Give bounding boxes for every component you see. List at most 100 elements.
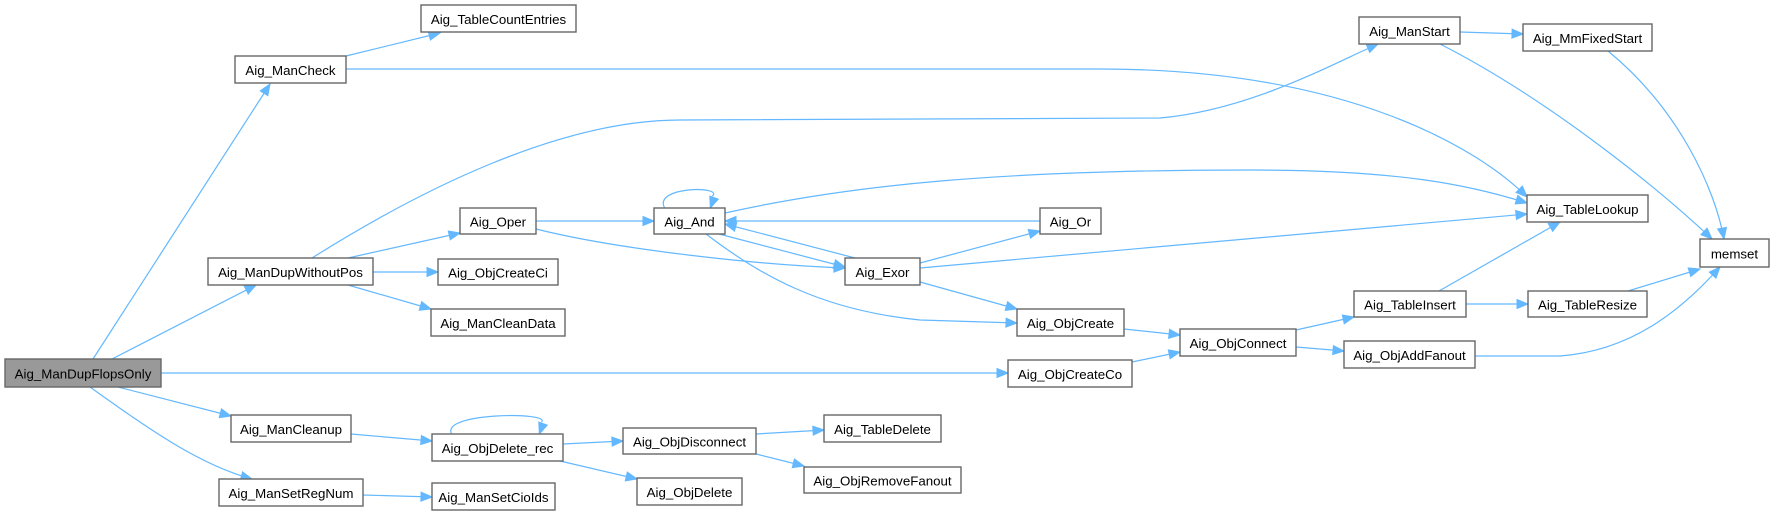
edge-Aig_Oper-to-Aig_Exor bbox=[535, 228, 847, 273]
node-box[interactable] bbox=[1699, 238, 1770, 268]
node-aig-objdelete[interactable]: Aig_ObjDelete bbox=[636, 477, 743, 506]
edge-line bbox=[1475, 266, 1721, 357]
node-box[interactable] bbox=[1522, 23, 1653, 52]
node-label: Aig_ManCleanData bbox=[440, 316, 556, 331]
edge-Aig_TableResize-to-memset bbox=[1627, 267, 1702, 292]
node-aig-oper[interactable]: Aig_Oper bbox=[459, 207, 537, 235]
node-aig-mancheck[interactable]: Aig_ManCheck bbox=[234, 55, 347, 84]
node-box[interactable] bbox=[636, 477, 743, 506]
arrowhead-icon bbox=[624, 471, 639, 482]
node-box[interactable] bbox=[1353, 290, 1467, 318]
node-box[interactable] bbox=[431, 433, 564, 462]
node-label: Aig_TableResize bbox=[1538, 298, 1637, 313]
edge-line bbox=[362, 494, 433, 498]
node-aig-objcreate[interactable]: Aig_ObjCreate bbox=[1016, 308, 1125, 337]
node-aig-mansetcioids[interactable]: Aig_ManSetCioIds bbox=[431, 482, 556, 511]
node-aig-tableinsert[interactable]: Aig_TableInsert bbox=[1353, 290, 1467, 318]
node-box[interactable] bbox=[1527, 290, 1648, 318]
arrowhead-icon bbox=[426, 266, 440, 278]
node-box[interactable] bbox=[230, 414, 352, 443]
node-box[interactable] bbox=[823, 414, 942, 443]
node-aig-or[interactable]: Aig_Or bbox=[1039, 207, 1102, 235]
node-aig-tablecountentries[interactable]: Aig_TableCountEntries bbox=[420, 4, 577, 33]
node-box[interactable] bbox=[844, 257, 921, 286]
node-box[interactable] bbox=[622, 427, 757, 455]
node-box[interactable] bbox=[1343, 340, 1476, 369]
node-aig-mansetregnum[interactable]: Aig_ManSetRegNum bbox=[218, 478, 364, 507]
edge-Aig_ManDupWithoutPos-to-Aig_ManStart bbox=[311, 43, 1380, 259]
node-box[interactable] bbox=[430, 308, 566, 337]
edge-line bbox=[919, 281, 1018, 310]
arrowhead-icon bbox=[812, 425, 826, 436]
node-box[interactable] bbox=[431, 482, 556, 511]
node-aig-mancleandata[interactable]: Aig_ManCleanData bbox=[430, 308, 566, 337]
edge-Aig_TableInsert-to-Aig_TableResize bbox=[1466, 298, 1530, 310]
edge-line bbox=[347, 232, 461, 259]
node-aig-tableresize[interactable]: Aig_TableResize bbox=[1527, 290, 1648, 318]
node-label: Aig_ObjCreateCo bbox=[1018, 367, 1122, 382]
node-label: Aig_MmFixedStart bbox=[1533, 31, 1643, 46]
edge-line bbox=[346, 68, 1528, 198]
node-aig-mandupwithoutpos[interactable]: Aig_ManDupWithoutPos bbox=[207, 257, 374, 286]
arrowhead-icon bbox=[1168, 328, 1182, 339]
edge-Aig_TableInsert-to-Aig_TableLookup bbox=[1438, 221, 1562, 292]
node-box[interactable] bbox=[459, 207, 537, 235]
node-memset[interactable]: memset bbox=[1699, 238, 1770, 268]
node-aig-objremovefanout[interactable]: Aig_ObjRemoveFanout bbox=[803, 466, 962, 494]
node-box[interactable] bbox=[218, 478, 364, 507]
arrowhead-icon bbox=[1167, 349, 1182, 360]
node-box[interactable] bbox=[4, 358, 162, 388]
node-box[interactable] bbox=[1016, 308, 1125, 337]
node-aig-objdisconnect[interactable]: Aig_ObjDisconnect bbox=[622, 427, 757, 455]
node-box[interactable] bbox=[1358, 16, 1461, 45]
node-label: Aig_ManDupWithoutPos bbox=[218, 265, 363, 280]
node-box[interactable] bbox=[803, 466, 962, 494]
node-aig-exor[interactable]: Aig_Exor bbox=[844, 257, 921, 286]
node-box[interactable] bbox=[234, 55, 347, 84]
node-aig-tabledelete[interactable]: Aig_TableDelete bbox=[823, 414, 942, 443]
node-aig-manstart[interactable]: Aig_ManStart bbox=[1358, 16, 1461, 45]
edge-line bbox=[919, 213, 1528, 269]
node-box[interactable] bbox=[1039, 207, 1102, 235]
arrowhead-icon bbox=[642, 215, 656, 227]
node-aig-mmfixedstart[interactable]: Aig_MmFixedStart bbox=[1522, 23, 1653, 52]
edge-line bbox=[345, 32, 441, 57]
arrowhead-icon bbox=[420, 491, 434, 502]
edge-Aig_ManDupWithoutPos-to-Aig_ManCleanData bbox=[347, 284, 433, 311]
edge-line bbox=[1627, 268, 1701, 292]
node-aig-objdelete-rec[interactable]: Aig_ObjDelete_rec bbox=[431, 433, 564, 462]
edge-Aig_ObjDelete_rec-to-Aig_ObjDelete_rec bbox=[450, 414, 549, 436]
edge-line bbox=[919, 230, 1041, 264]
node-aig-objcreateco[interactable]: Aig_ObjCreateCo bbox=[1007, 359, 1133, 388]
node-label: Aig_TableLookup bbox=[1536, 202, 1638, 217]
node-aig-tablelookup[interactable]: Aig_TableLookup bbox=[1526, 194, 1649, 223]
arrowhead-icon bbox=[538, 421, 549, 436]
node-aig-and[interactable]: Aig_And bbox=[653, 207, 726, 235]
edge-Aig_ObjDelete_rec-to-Aig_ObjDisconnect bbox=[562, 436, 625, 447]
edge-Aig_ObjDisconnect-to-Aig_TableDelete bbox=[755, 425, 826, 436]
node-box[interactable] bbox=[1007, 359, 1133, 388]
node-aig-objcreateci[interactable]: Aig_ObjCreateCi bbox=[437, 258, 559, 286]
node-box[interactable] bbox=[420, 4, 577, 33]
edge-line bbox=[662, 189, 715, 209]
arrowhead-icon bbox=[611, 436, 625, 447]
edge-Aig_ManCleanup-to-Aig_ObjDelete_rec bbox=[350, 433, 434, 446]
edge-Aig_ManSetRegNum-to-Aig_ManSetCioIds bbox=[362, 491, 434, 502]
edge-Aig_And-to-Aig_TableLookup bbox=[724, 169, 1529, 214]
node-label: Aig_ManCleanup bbox=[240, 422, 342, 437]
node-box[interactable] bbox=[1179, 328, 1297, 357]
node-label: Aig_ManSetCioIds bbox=[438, 490, 548, 505]
node-label: Aig_Oper bbox=[470, 215, 527, 230]
node-label: Aig_ObjAddFanout bbox=[1353, 348, 1466, 363]
node-box[interactable] bbox=[437, 258, 559, 286]
node-aig-mandupflopsonly[interactable]: Aig_ManDupFlopsOnly bbox=[4, 358, 162, 388]
node-aig-mancleanup[interactable]: Aig_ManCleanup bbox=[230, 414, 352, 443]
node-label: Aig_TableCountEntries bbox=[431, 12, 567, 27]
node-box[interactable] bbox=[207, 257, 374, 286]
node-aig-objconnect[interactable]: Aig_ObjConnect bbox=[1179, 328, 1297, 357]
arrowhead-icon bbox=[1515, 209, 1529, 221]
edge-Aig_ObjCreate-to-Aig_ObjConnect bbox=[1123, 328, 1182, 339]
node-aig-objaddfanout[interactable]: Aig_ObjAddFanout bbox=[1343, 340, 1476, 369]
node-box[interactable] bbox=[653, 207, 726, 235]
node-box[interactable] bbox=[1526, 194, 1649, 223]
